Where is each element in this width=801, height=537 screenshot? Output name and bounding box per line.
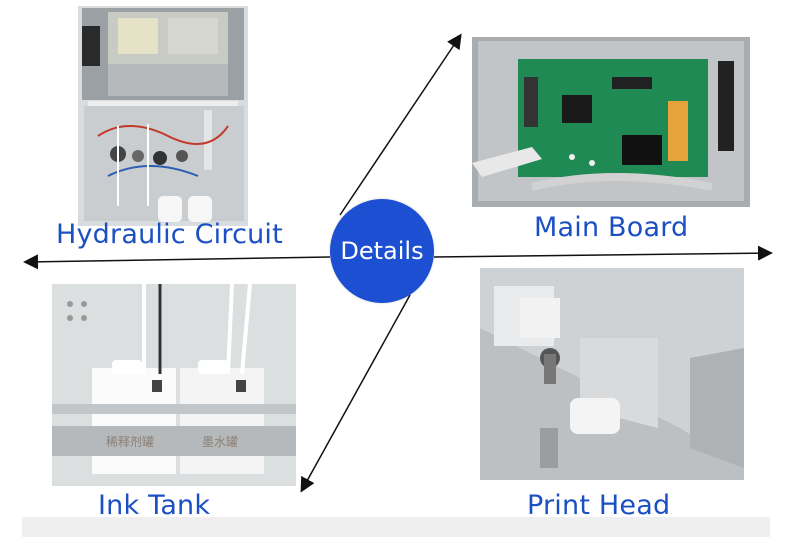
hydraulic-circuit-photo [78, 6, 248, 226]
details-badge: Details [330, 199, 434, 303]
main-board-caption: Main Board [534, 212, 689, 243]
diluent-tank-label: 稀释剂罐 [106, 435, 155, 449]
ink-tank-caption: Ink Tank [98, 490, 211, 521]
footer-bar [22, 517, 770, 537]
print-head-caption: Print Head [527, 490, 671, 521]
arrow-to-hydraulic-circuit [23, 254, 331, 270]
arrow-to-ink-tank [300, 294, 411, 493]
details-label: Details [340, 237, 424, 265]
arrow-to-main-board [339, 33, 462, 216]
ink-tank-photo: 稀释剂罐 墨水罐 [52, 284, 296, 486]
hydraulic-circuit-caption: Hydraulic Circuit [56, 219, 283, 250]
main-board-photo [472, 37, 750, 207]
print-head-photo [480, 268, 744, 480]
ink-tank-label: 墨水罐 [202, 435, 239, 449]
arrow-to-print-head [433, 245, 773, 261]
